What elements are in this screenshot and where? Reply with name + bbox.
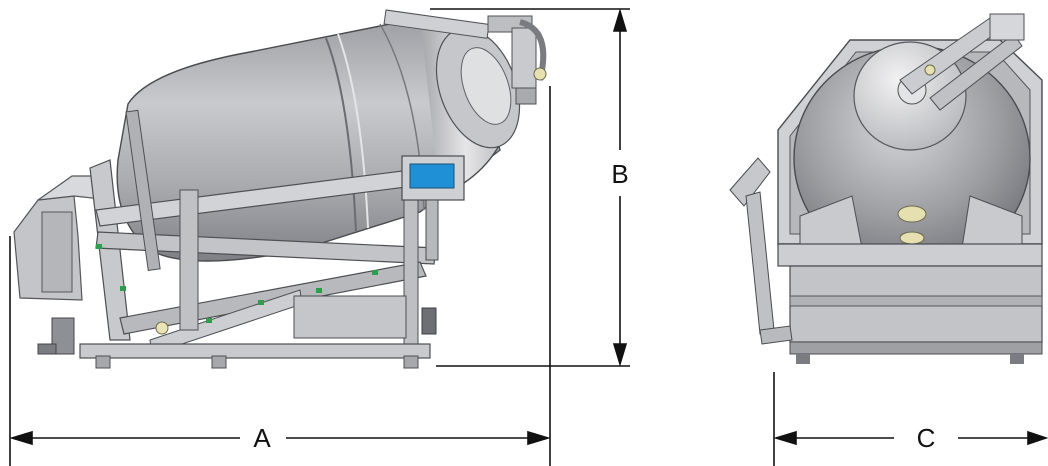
front-control-arm xyxy=(729,157,793,345)
dimension-a-label: A xyxy=(253,423,271,453)
lid-mechanism xyxy=(383,9,547,105)
dimension-b-arrow-top xyxy=(612,8,628,32)
dimension-b-label: B xyxy=(611,159,628,189)
front-lid-arm xyxy=(899,13,1025,111)
front-view xyxy=(729,13,1043,364)
pulley xyxy=(155,321,169,335)
control-screen xyxy=(409,163,455,189)
dimension-a-arrow-right xyxy=(527,430,551,446)
front-bearings xyxy=(799,195,1023,249)
dimension-b-arrow-bottom xyxy=(612,343,628,367)
green-fittings xyxy=(96,244,378,323)
side-view xyxy=(13,9,547,369)
dimension-c-arrow-right xyxy=(1027,430,1048,446)
front-base xyxy=(777,243,1043,364)
dimension-c-label: C xyxy=(917,423,936,453)
base-frame xyxy=(79,109,437,369)
dimension-c-arrow-left xyxy=(773,430,797,446)
dimension-a-arrow-left xyxy=(9,430,33,446)
control-panel xyxy=(401,155,465,261)
dimension-lines xyxy=(9,8,1048,466)
motor-housing xyxy=(13,175,111,355)
